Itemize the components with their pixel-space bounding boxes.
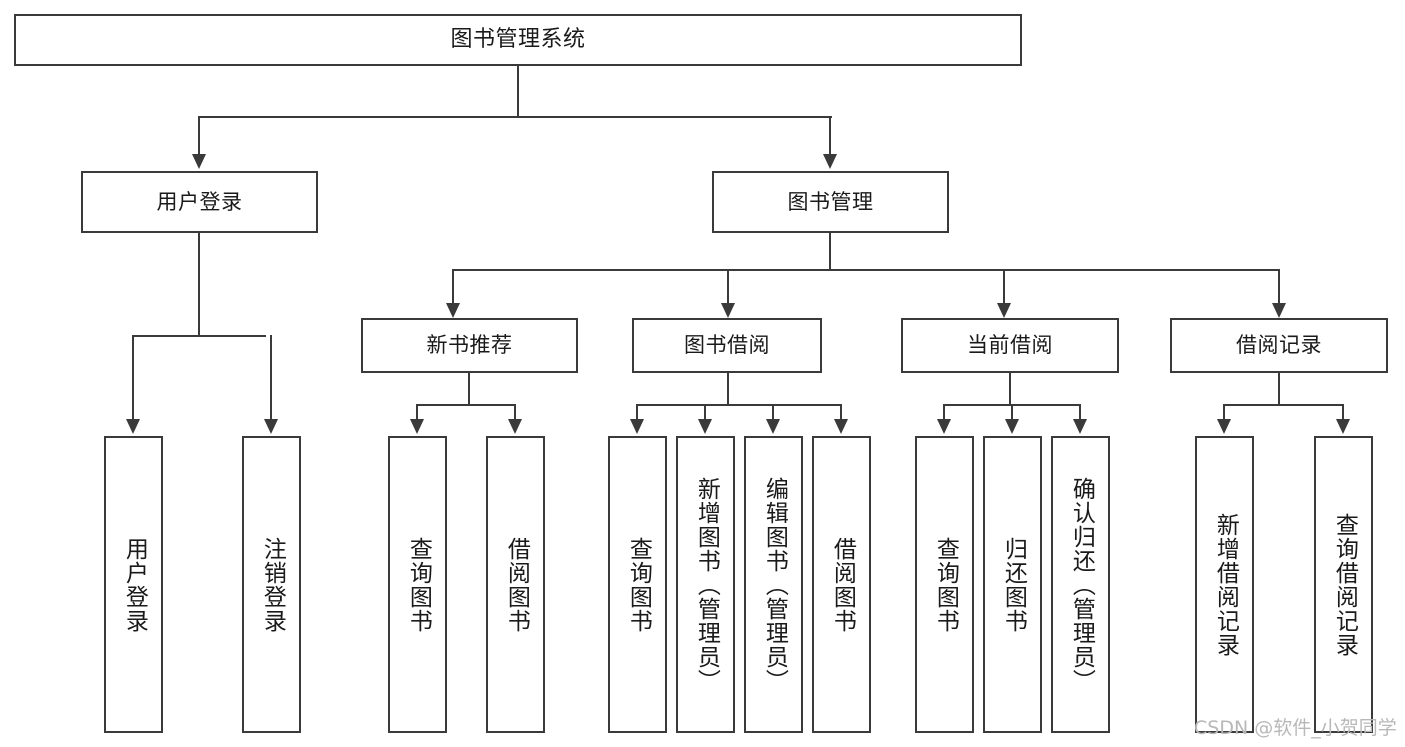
leaf-borrow-record-add[interactable]: 新增借阅记录 — [1195, 436, 1254, 733]
connector-new-book-bus — [417, 404, 516, 406]
arrowhead-nb-1 — [410, 419, 424, 434]
connector-drop-cb-1 — [943, 404, 945, 421]
node-label: 新增借阅记录 — [1212, 512, 1239, 657]
leaf-borrow-record-query[interactable]: 查询借阅记录 — [1314, 436, 1373, 733]
arrowhead-cb-3 — [1073, 419, 1087, 434]
connector-book-borrow-bus — [637, 404, 842, 406]
connector-drop-current-borrow — [1003, 269, 1005, 305]
connector-level3-bus — [452, 269, 1279, 271]
leaf-new-book-borrow[interactable]: 借阅图书 — [486, 436, 545, 733]
connector-borrow-record-stem — [1278, 373, 1280, 405]
connector-borrow-record-bus — [1224, 404, 1344, 406]
arrowhead-book-management — [823, 154, 837, 169]
node-label: 借阅图书 — [829, 536, 856, 633]
connector-drop-book-borrow — [727, 269, 729, 305]
node-borrow-record[interactable]: 借阅记录 — [1170, 318, 1388, 373]
node-label: 图书管理 — [787, 189, 874, 214]
node-label: 图书管理系统 — [450, 27, 586, 53]
node-label: 注销登录 — [259, 536, 286, 633]
connector-drop-login-2 — [270, 335, 272, 421]
node-label: 编辑图书（管理员） — [761, 476, 788, 693]
connector-drop-bb-3 — [772, 404, 774, 421]
leaf-book-borrow-edit[interactable]: 编辑图书（管理员） — [744, 436, 803, 733]
connector-drop-br-1 — [1223, 404, 1225, 421]
arrowhead-current-borrow — [997, 303, 1011, 318]
leaf-book-borrow-query[interactable]: 查询图书 — [608, 436, 667, 733]
node-label: 查询借阅记录 — [1331, 512, 1358, 657]
connector-drop-login-1 — [132, 335, 134, 421]
node-label: 借阅图书 — [503, 536, 530, 633]
node-label: 新书推荐 — [426, 333, 513, 358]
node-label: 归还图书 — [1000, 536, 1027, 633]
leaf-book-borrow-add[interactable]: 新增图书（管理员） — [676, 436, 735, 733]
connector-user-login-bus — [133, 335, 266, 337]
arrowhead-bb-4 — [834, 419, 848, 434]
connector-drop-br-2 — [1342, 404, 1344, 421]
node-label: 查询图书 — [932, 536, 959, 633]
node-label: 查询图书 — [625, 536, 652, 633]
arrowhead-new-book — [446, 303, 460, 318]
arrowhead-bb-3 — [766, 419, 780, 434]
node-root-book-management-system[interactable]: 图书管理系统 — [14, 14, 1022, 66]
connector-drop-user-login — [198, 116, 200, 156]
connector-level1-bus — [199, 116, 832, 118]
leaf-new-book-query[interactable]: 查询图书 — [388, 436, 447, 733]
arrowhead-login-1 — [126, 419, 140, 434]
node-label: 用户登录 — [121, 536, 148, 633]
leaf-current-borrow-return[interactable]: 归还图书 — [983, 436, 1042, 733]
connector-book-borrow-stem — [727, 373, 729, 405]
arrowhead-borrow-record — [1272, 303, 1286, 318]
leaf-current-borrow-query[interactable]: 查询图书 — [915, 436, 974, 733]
node-current-borrow[interactable]: 当前借阅 — [901, 318, 1119, 373]
connector-drop-cb-3 — [1079, 404, 1081, 421]
connector-root-stem — [517, 66, 519, 117]
node-label: 图书借阅 — [684, 333, 770, 358]
leaf-user-login-logout[interactable]: 注销登录 — [242, 436, 301, 733]
connector-book-management-stem — [829, 233, 831, 271]
node-user-login[interactable]: 用户登录 — [81, 171, 318, 233]
connector-drop-bb-4 — [840, 404, 842, 421]
node-label: 新增图书（管理员） — [693, 476, 720, 693]
arrowhead-bb-2 — [698, 419, 712, 434]
arrowhead-br-1 — [1217, 419, 1231, 434]
node-new-book-recommendation[interactable]: 新书推荐 — [361, 318, 578, 373]
connector-user-login-stem — [198, 233, 200, 336]
arrowhead-br-2 — [1336, 419, 1350, 434]
arrowhead-bb-1 — [630, 419, 644, 434]
connector-drop-bb-1 — [636, 404, 638, 421]
connector-drop-cb-2 — [1011, 404, 1013, 421]
node-label: 查询图书 — [405, 536, 432, 633]
connector-drop-borrow-record — [1278, 269, 1280, 305]
connector-drop-book-management — [829, 116, 831, 156]
node-label: 当前借阅 — [967, 333, 1053, 358]
arrowhead-cb-2 — [1005, 419, 1019, 434]
node-label: 用户登录 — [156, 189, 243, 214]
arrowhead-nb-2 — [508, 419, 522, 434]
leaf-current-borrow-confirm-return[interactable]: 确认归还（管理员） — [1051, 436, 1110, 733]
arrowhead-login-2 — [264, 419, 278, 434]
connector-drop-nb-1 — [416, 404, 418, 421]
node-book-borrow[interactable]: 图书借阅 — [632, 318, 822, 373]
leaf-book-borrow-borrow[interactable]: 借阅图书 — [812, 436, 871, 733]
arrowhead-cb-1 — [937, 419, 951, 434]
connector-drop-bb-2 — [704, 404, 706, 421]
node-label: 借阅记录 — [1236, 333, 1322, 358]
connector-current-borrow-stem — [1009, 373, 1011, 405]
connector-new-book-stem — [468, 373, 470, 405]
connector-drop-nb-2 — [514, 404, 516, 421]
node-label: 确认归还（管理员） — [1068, 476, 1095, 693]
node-book-management[interactable]: 图书管理 — [712, 171, 949, 233]
connector-drop-new-book — [452, 269, 454, 305]
leaf-user-login-login[interactable]: 用户登录 — [104, 436, 163, 733]
arrowhead-book-borrow — [721, 303, 735, 318]
arrowhead-user-login — [192, 154, 206, 169]
